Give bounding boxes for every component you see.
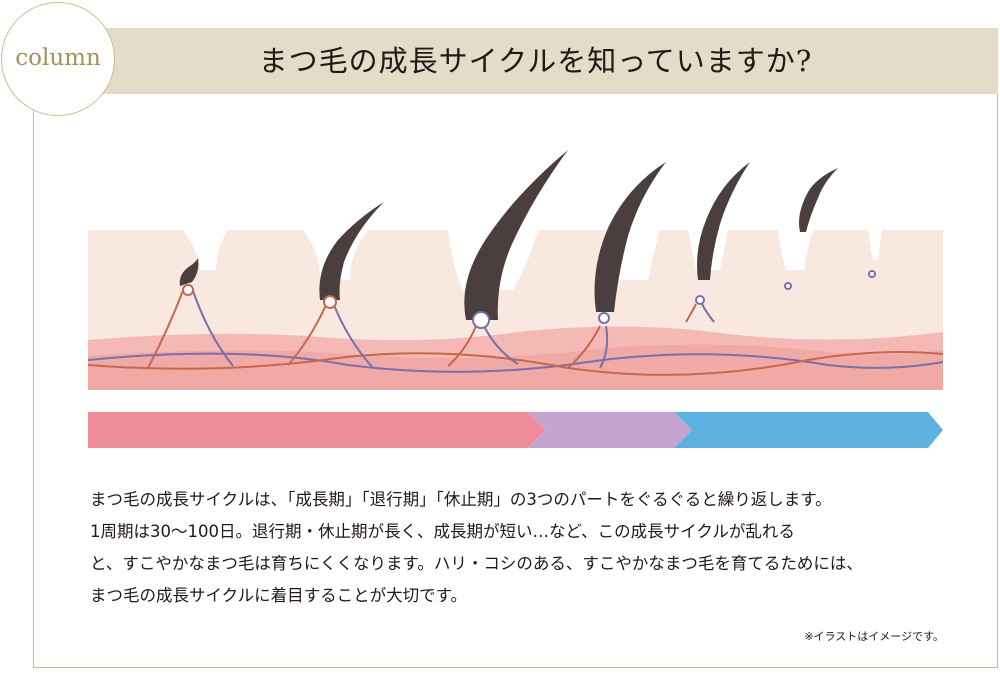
title-bar: まつ毛の成長サイクルを知っていますか? <box>33 28 998 94</box>
artery-branch <box>447 325 477 367</box>
hair-bulb <box>784 282 792 290</box>
body-line: 1周期は30〜100日。退行期・休止期が長く、成長期が短い…など、この成長サイク… <box>90 522 795 541</box>
column-badge-label: column <box>15 45 101 71</box>
hair-cycle-illustration <box>88 150 943 390</box>
artery-branch <box>287 304 327 366</box>
artery-vessel <box>88 351 943 376</box>
vein-branch <box>483 325 519 365</box>
artery-branch <box>685 303 697 323</box>
body-line: まつ毛の成長サイクルに着目することが大切です。 <box>90 586 468 605</box>
page-title: まつ毛の成長サイクルを知っていますか? <box>258 44 813 78</box>
vein-branch <box>701 303 715 323</box>
eyelash-hair <box>594 162 666 312</box>
body-text: まつ毛の成長サイクルは、「成長期」「退行期」「休止期」の3つのパートをぐるぐると… <box>90 484 950 612</box>
artery-branch <box>147 287 185 369</box>
eyelash-hair <box>179 258 199 286</box>
illustration-note: ※イラストはイメージです。 <box>804 630 944 643</box>
hair-bulb <box>695 295 705 305</box>
phase-bar <box>88 412 943 448</box>
skin-surface <box>88 210 943 290</box>
artery-branch <box>567 325 601 369</box>
vein-branch <box>599 325 609 369</box>
eyelash-hair <box>697 162 750 280</box>
column-frame <box>33 28 998 668</box>
eyelash-hair <box>464 150 568 320</box>
hair-bulb <box>472 311 490 329</box>
phase-label-catagen: 退行期 <box>582 9 634 27</box>
body-line: まつ毛の成長サイクルは、「成長期」「退行期」「休止期」の3つのパートをぐるぐると… <box>90 490 832 509</box>
phase-label-anagen: 成長期 <box>282 9 334 27</box>
phase-segment-telogen <box>674 412 943 448</box>
column-badge: column <box>1 2 115 116</box>
vein-branch <box>191 287 234 367</box>
eyelash-hair <box>319 202 384 300</box>
hair-bulb <box>598 312 610 324</box>
hair-bulb <box>323 295 337 309</box>
dermis-edge <box>88 344 943 390</box>
eyelash-hair <box>799 168 838 232</box>
vein-branch <box>333 304 374 369</box>
body-line: と、すこやかなまつ毛は育ちにくくなります。ハリ・コシのある、すこやかなまつ毛を育… <box>90 554 863 573</box>
phase-segment-anagen <box>88 412 546 448</box>
phase-segment-catagen <box>528 412 692 448</box>
hair-bulb <box>182 284 194 296</box>
phase-label-telogen: 休止期 <box>784 9 836 27</box>
hair-bulb <box>868 270 876 278</box>
